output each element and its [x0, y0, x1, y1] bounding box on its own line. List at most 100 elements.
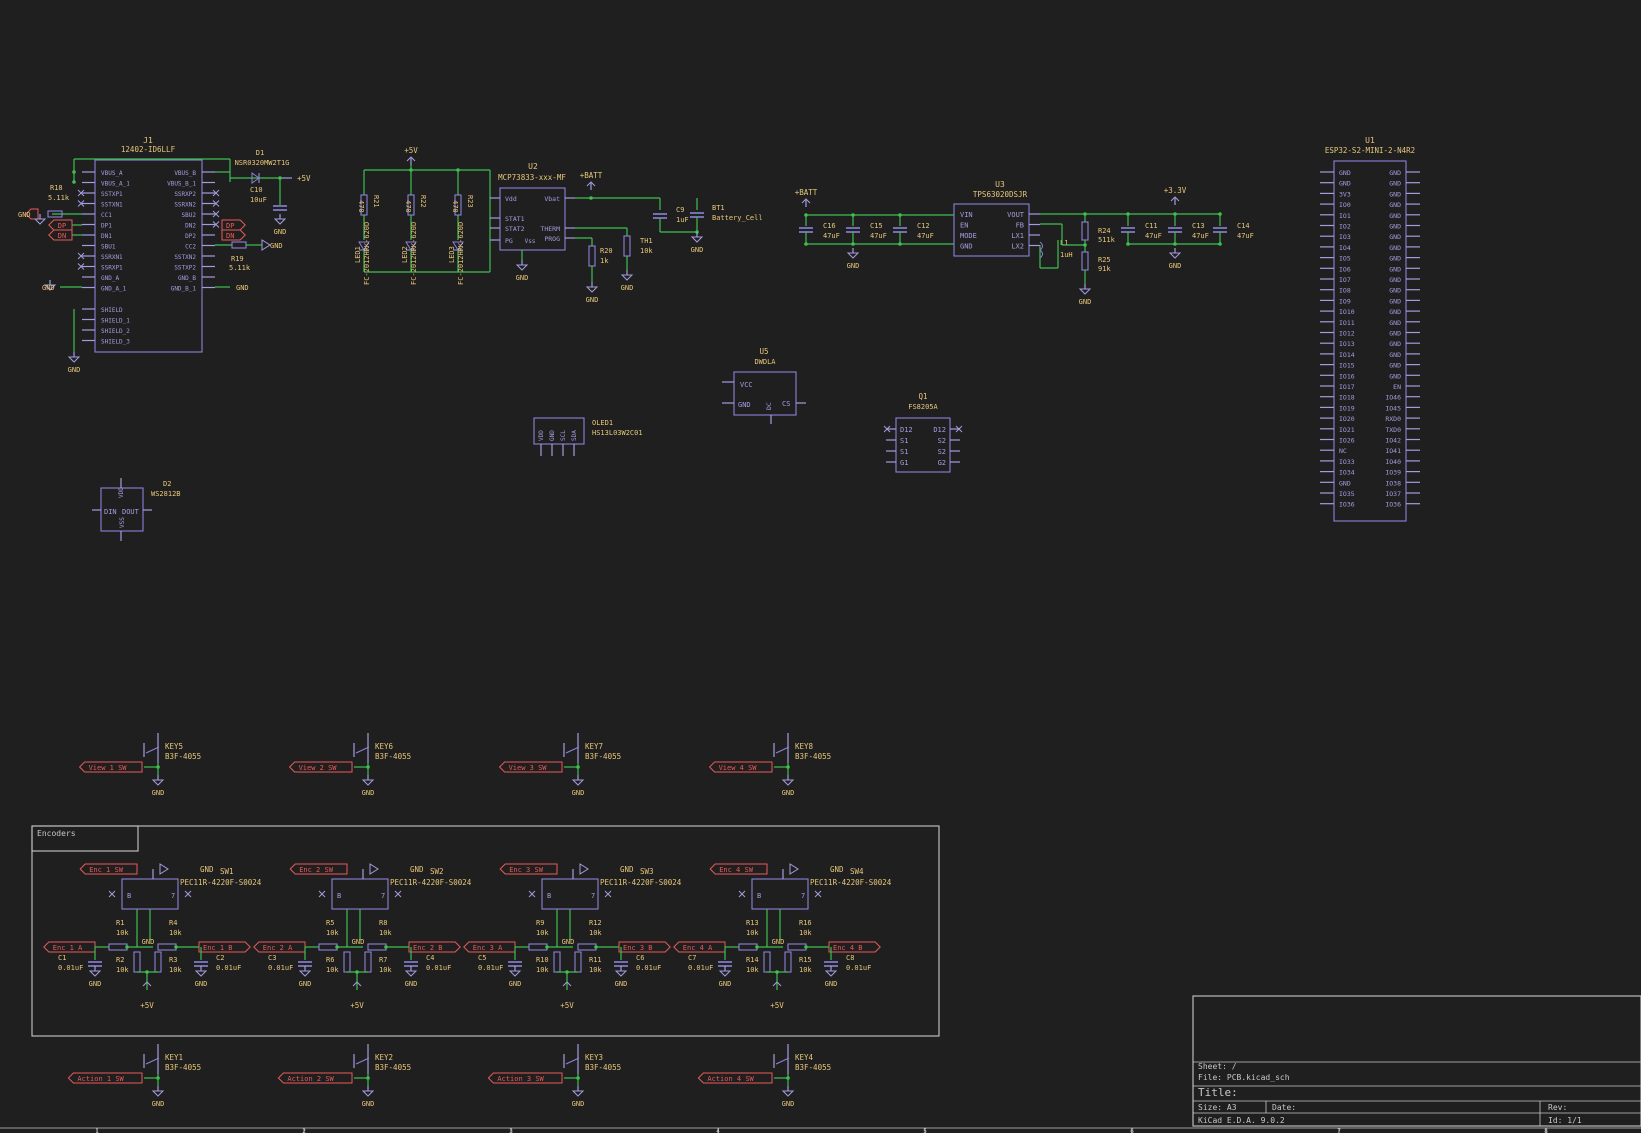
component-value: 10k [536, 929, 549, 937]
boost-converter-u3[interactable]: +BATTC1647uFC1547uFC1247uFGNDU3TPS63020D… [795, 180, 1254, 306]
global-label[interactable]: Enc_2_SW [289, 863, 348, 875]
pin-name: IO36 [1385, 501, 1401, 509]
global-label[interactable]: Enc_1_A [43, 941, 96, 953]
global-label[interactable]: View_4_SW [708, 761, 773, 773]
component-ref: R8 [379, 919, 387, 927]
global-label[interactable]: Enc_3_SW [499, 863, 558, 875]
component-value: MCP73833-xxx-MF [498, 173, 566, 182]
global-label[interactable]: Enc_4_A [673, 941, 726, 953]
global-label[interactable]: Enc_3_A [463, 941, 516, 953]
pin-name: DP1 [101, 223, 112, 230]
component-value: 5.11k [229, 264, 251, 272]
global-label[interactable]: DP [221, 219, 246, 231]
global-label[interactable]: Enc_1_SW [79, 863, 138, 875]
global-label[interactable]: Action_2_SW [277, 1072, 353, 1084]
global-label[interactable]: Enc_2_B [408, 941, 461, 953]
component-ref: C10 [250, 186, 263, 194]
global-label[interactable]: DN [48, 229, 73, 241]
sheet-label: Sheet: / [1198, 1062, 1237, 1071]
component-ref: U5 [759, 347, 768, 356]
component-ref: C14 [1237, 222, 1250, 230]
component-value: 10k [589, 929, 602, 937]
capacitor-symbol [846, 227, 860, 233]
global-label[interactable]: Enc_2_A [253, 941, 306, 953]
global-label[interactable]: Enc_3_B [618, 941, 671, 953]
wire [184, 890, 192, 898]
section-title: Encoders [37, 829, 76, 838]
global-label[interactable]: Enc_4_B [828, 941, 881, 953]
wire [394, 890, 402, 898]
no-connect-mark [738, 890, 746, 898]
pin-name: IO21 [1339, 426, 1355, 434]
mcu-u1[interactable]: U1ESP32-S2-MINI-2-N4R2GNDGND3V3IO0IO1IO2… [1320, 136, 1420, 522]
pin-name: GND [1389, 180, 1401, 188]
ground-label: GND [152, 789, 165, 797]
ground-label: GND [152, 1100, 165, 1108]
power-symbol: +BATT [580, 171, 603, 190]
usb-connector-j1[interactable]: J112402-ID6LLFVBUS_AVBUS_A_1SSTXP1SSTXN1… [18, 136, 311, 374]
capacitor-symbol [404, 961, 418, 967]
capacitor-symbol [298, 961, 312, 967]
component-ref: R18 [50, 184, 63, 192]
global-label[interactable]: DP [48, 219, 73, 231]
pin-name: NC [1339, 447, 1347, 455]
global-label[interactable]: DN [221, 229, 246, 241]
symbol-body [364, 951, 372, 973]
global-label[interactable]: Action_3_SW [487, 1072, 563, 1084]
pin-name: VCC [740, 381, 753, 389]
pin-name: RXD0 [1385, 415, 1401, 423]
component-ref: LED2 [401, 246, 409, 263]
component-ref: R19 [231, 255, 244, 263]
component-value: 0.01uF [846, 964, 871, 972]
global-label[interactable]: Action_4_SW [697, 1072, 773, 1084]
component-ref: R7 [379, 956, 387, 964]
pin-name: IO38 [1385, 479, 1401, 487]
global-label[interactable]: View_3_SW [498, 761, 563, 773]
pin-name: GND [1389, 308, 1401, 316]
global-label[interactable]: Action_1_SW [67, 1072, 143, 1084]
pin-name: 7 [381, 892, 385, 900]
pin-name: IO39 [1385, 469, 1401, 477]
component-value: 10k [799, 966, 812, 974]
wire [355, 746, 370, 754]
global-label[interactable]: Enc_1_B [198, 941, 251, 953]
no-connect-mark [108, 890, 116, 898]
component-ref: R9 [536, 919, 544, 927]
global-label[interactable]: Enc_4_SW [709, 863, 768, 875]
pin-name: IO37 [1385, 490, 1401, 498]
no-connect-mark [394, 890, 402, 898]
global-label[interactable]: View_2_SW [288, 761, 353, 773]
ground-label: GND [516, 274, 529, 282]
component-value: ESP32-S2-MINI-2-N4R2 [1325, 146, 1415, 155]
pin-name: SSRXN1 [101, 254, 123, 261]
pin-name: GND [960, 243, 973, 251]
ground-symbol: GND [782, 775, 794, 797]
pin-name: DOUT [122, 508, 140, 516]
component-value: 10k [799, 929, 812, 937]
global-label[interactable]: View_1_SW [78, 761, 143, 773]
pin-name: G2 [938, 459, 946, 467]
charger-ic-u2[interactable]: U2MCP73833-xxx-MFVddSTAT1STAT2PGVbatTHER… [490, 162, 763, 304]
ground-label: GND [42, 284, 55, 292]
